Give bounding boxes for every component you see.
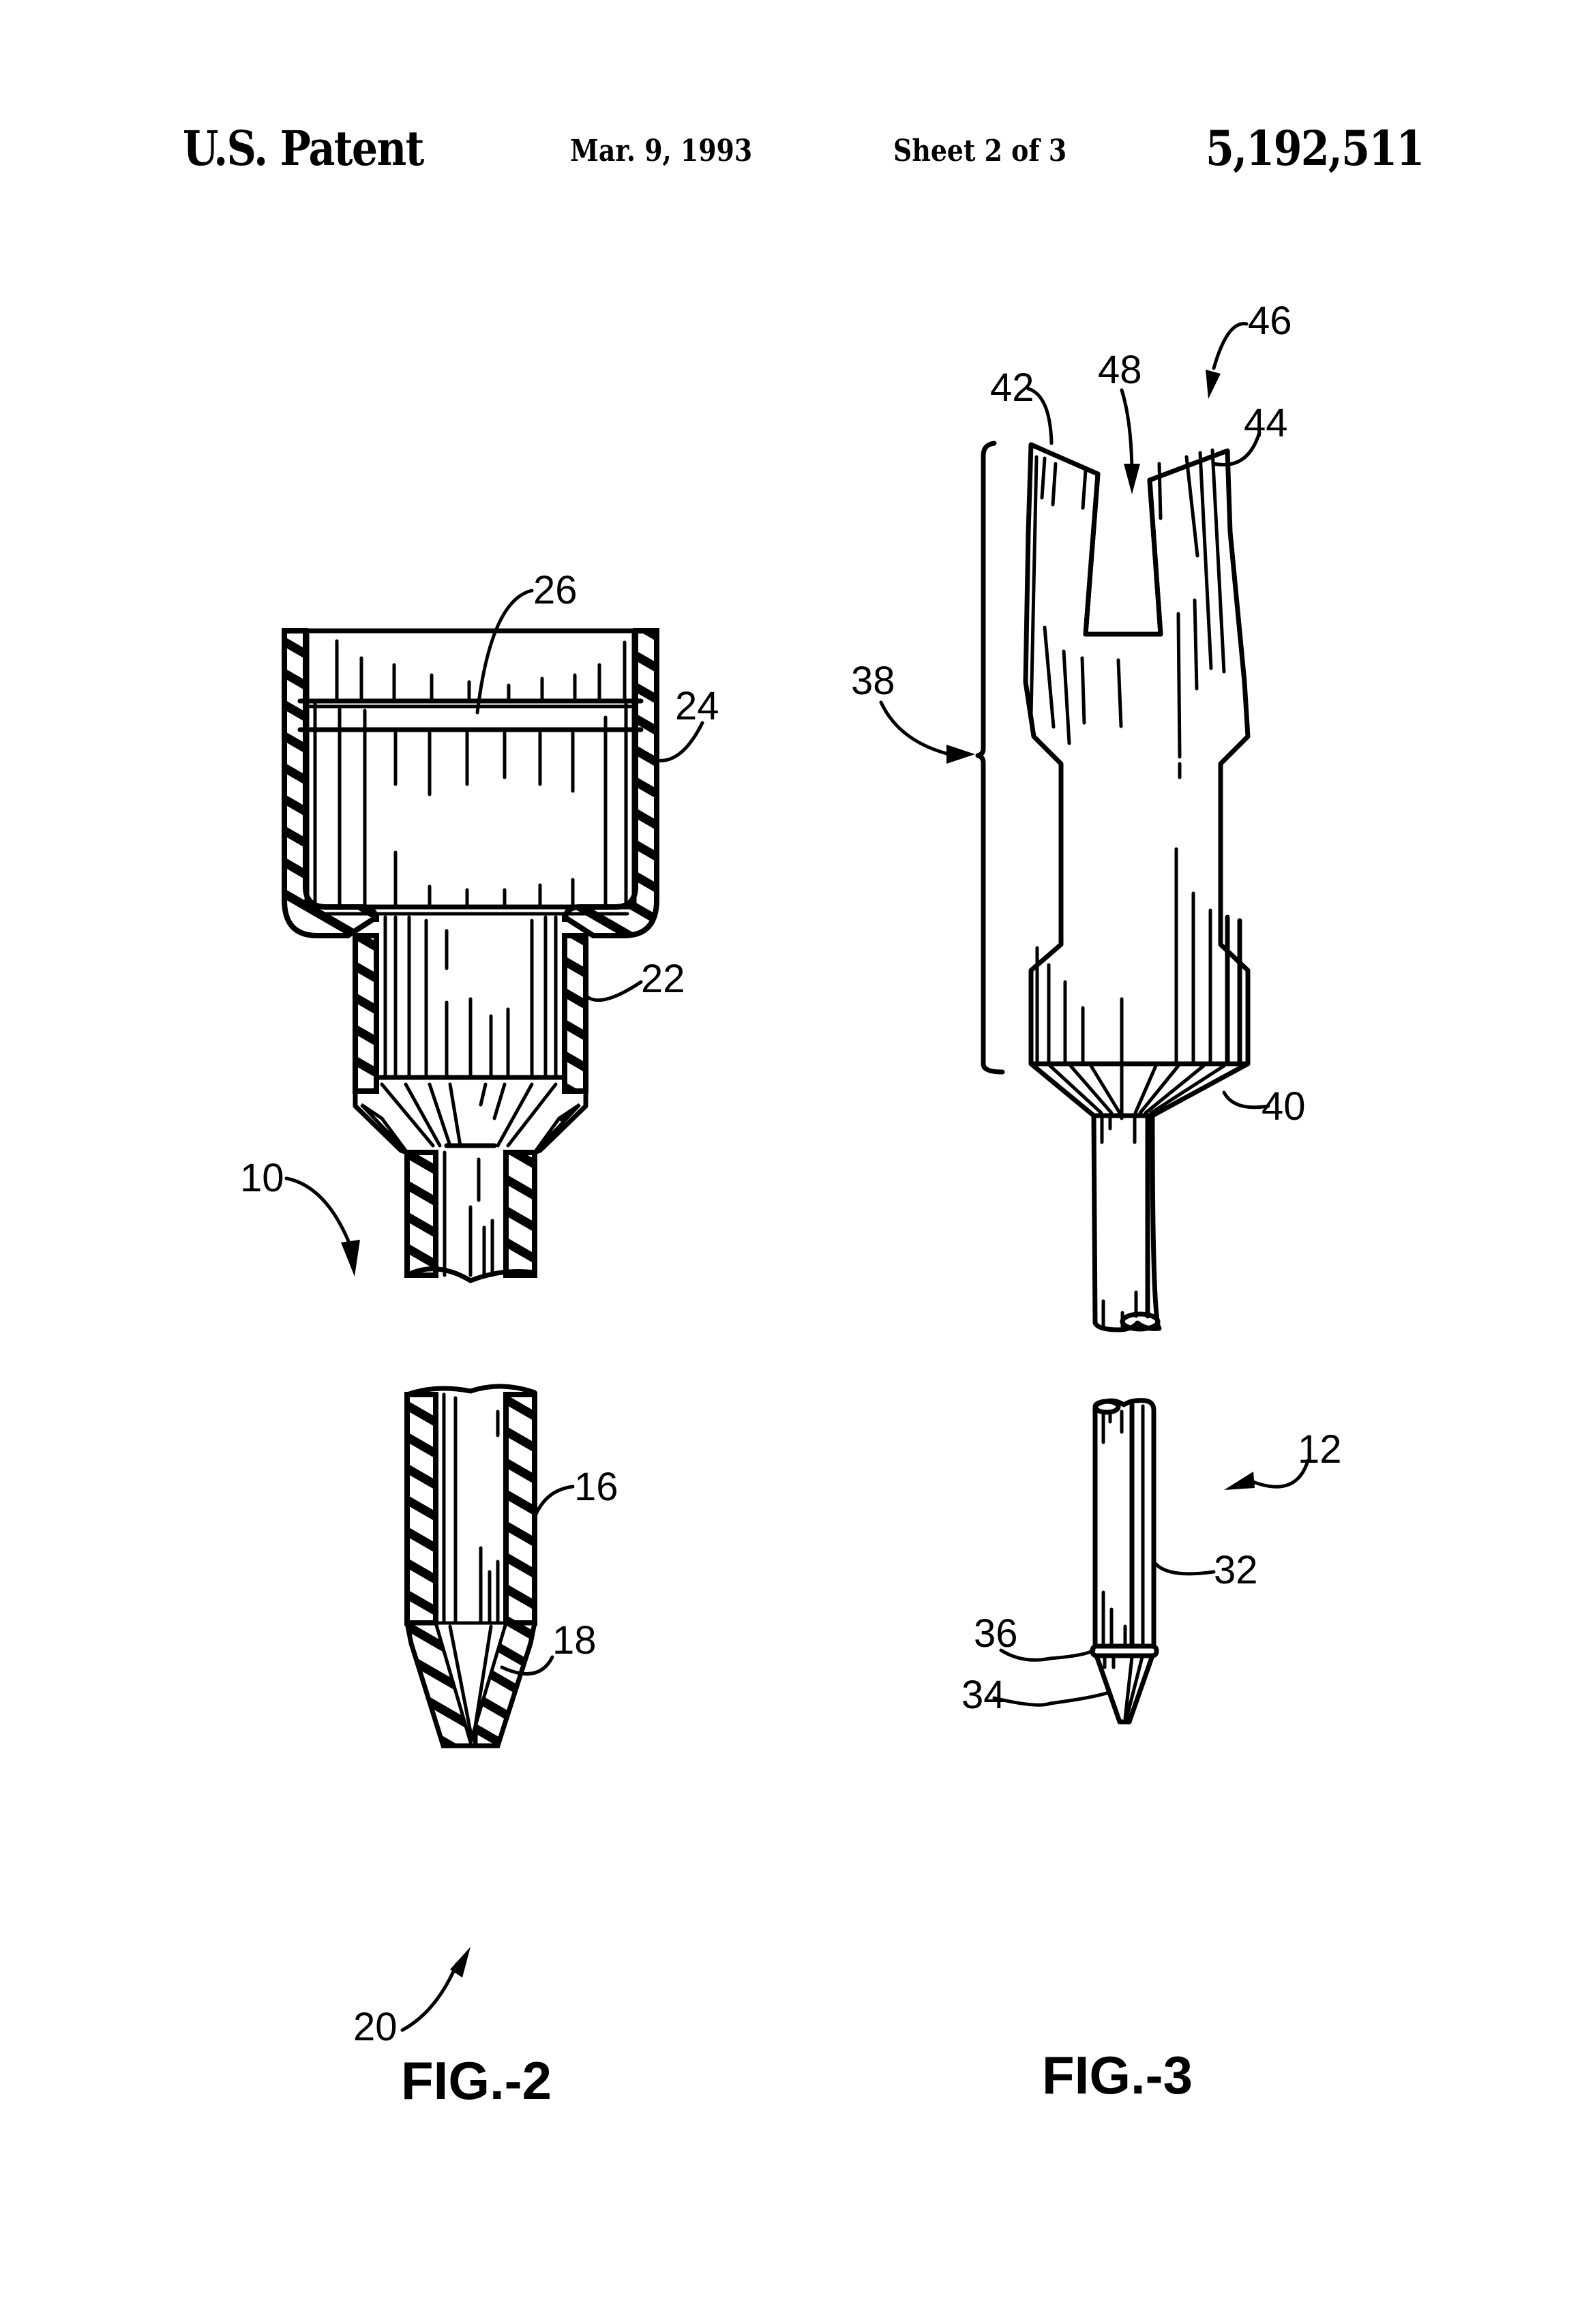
label-46: 46 bbox=[1248, 299, 1292, 343]
leader-44 bbox=[1212, 430, 1262, 466]
fig2-upper-tube bbox=[404, 1150, 537, 1283]
leader-18 bbox=[500, 1655, 554, 1676]
arrowhead-12 bbox=[1224, 1472, 1255, 1490]
fig2-cup bbox=[282, 628, 659, 938]
leader-20 bbox=[400, 1962, 459, 2032]
fig2-cup-shading bbox=[335, 639, 627, 908]
leader-46 bbox=[1212, 322, 1249, 370]
fig3-upper-shaft bbox=[1091, 1113, 1162, 1332]
label-24: 24 bbox=[675, 684, 719, 728]
label-40: 40 bbox=[1262, 1084, 1306, 1129]
arrowhead-20 bbox=[450, 1947, 471, 1978]
leader-16 bbox=[533, 1485, 575, 1519]
label-20: 20 bbox=[353, 2005, 398, 2049]
leader-10 bbox=[284, 1176, 353, 1250]
fig3-head bbox=[1023, 442, 1251, 1120]
patent-number: 5,192,511 bbox=[1206, 120, 1424, 177]
leader-40 bbox=[1222, 1090, 1270, 1109]
arrowhead-48 bbox=[1124, 464, 1140, 494]
arrowhead-10 bbox=[341, 1240, 360, 1277]
label-44: 44 bbox=[1244, 401, 1288, 445]
fig2-drawing: 26 24 22 10 16 18 20 FIG.-2 bbox=[240, 568, 719, 2111]
leader-22 bbox=[584, 980, 643, 1002]
leader-32 bbox=[1152, 1560, 1216, 1576]
label-36: 36 bbox=[974, 1611, 1018, 1656]
label-26: 26 bbox=[533, 568, 578, 612]
arrowhead-46 bbox=[1206, 370, 1221, 399]
label-42: 42 bbox=[990, 366, 1034, 410]
bracket-38 bbox=[975, 441, 1005, 1075]
patent-label: U.S. Patent bbox=[183, 120, 424, 177]
label-10: 10 bbox=[240, 1156, 284, 1200]
patent-date: Mar. 9, 1993 bbox=[570, 134, 753, 168]
label-34: 34 bbox=[961, 1673, 1006, 1717]
fig3-drawing: 46 42 48 44 38 40 12 32 bbox=[851, 299, 1342, 2105]
label-16: 16 bbox=[574, 1465, 618, 1509]
leader-34 bbox=[992, 1690, 1111, 1707]
sheet-number: Sheet 2 of 3 bbox=[893, 134, 1067, 168]
leader-36 bbox=[999, 1648, 1096, 1662]
fig2-caption: FIG.-2 bbox=[401, 2051, 552, 2111]
fig2-labels: 26 24 22 10 16 18 20 FIG.-2 bbox=[240, 568, 719, 2111]
leader-24 bbox=[655, 721, 704, 762]
label-22: 22 bbox=[641, 957, 685, 1001]
fig3-labels: 46 42 48 44 38 40 12 32 bbox=[851, 299, 1342, 2105]
label-48: 48 bbox=[1098, 348, 1142, 392]
fig3-shaft bbox=[1090, 1398, 1159, 1725]
label-18: 18 bbox=[552, 1618, 597, 1663]
fig2-body bbox=[404, 1384, 538, 1748]
label-38: 38 bbox=[851, 659, 895, 703]
leader-26 bbox=[475, 589, 534, 715]
arrowhead-38 bbox=[946, 745, 975, 764]
fig3-caption: FIG.-3 bbox=[1042, 2045, 1193, 2105]
label-32: 32 bbox=[1214, 1548, 1258, 1592]
fig2-neck bbox=[353, 915, 588, 1162]
leader-38 bbox=[879, 700, 957, 758]
leader-42 bbox=[1026, 387, 1054, 445]
leader-12 bbox=[1246, 1459, 1310, 1489]
label-12: 12 bbox=[1298, 1427, 1342, 1472]
